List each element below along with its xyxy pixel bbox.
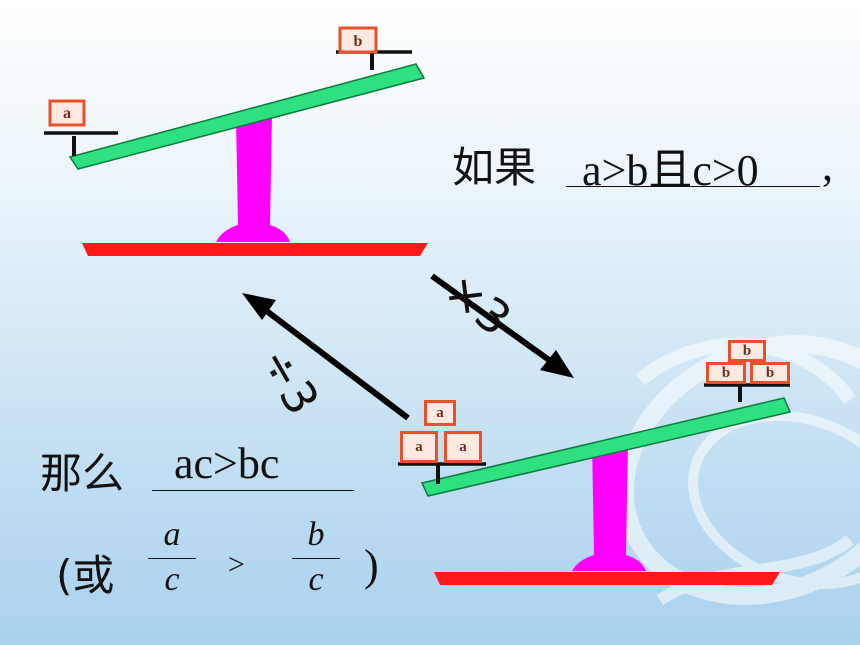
balance-top-base: [82, 243, 428, 256]
fraction-right: b c: [290, 516, 342, 599]
balance-bottom-pillar: [572, 442, 646, 571]
fraction-right-denominator: c: [308, 561, 324, 598]
box-a-bottom-left: a: [400, 431, 438, 463]
svg-text:b: b: [354, 33, 363, 50]
svg-text:a: a: [63, 105, 71, 122]
if-suffix: ,: [822, 141, 833, 190]
fraction-left: a c: [146, 516, 198, 599]
multiply-arrow: [430, 273, 574, 378]
fraction-left-denominator: c: [164, 561, 180, 598]
fraction-right-numerator: b: [307, 516, 325, 553]
balance-bottom-beam: [420, 397, 792, 497]
fraction-left-bar: [148, 558, 196, 559]
alt-relation: >: [228, 548, 245, 581]
then-underline: [152, 490, 354, 491]
if-condition: a>b且c>0: [582, 146, 759, 195]
if-prefix: 如果: [452, 143, 537, 192]
fraction-right-bar: [292, 558, 340, 559]
box-a-bottom-right: a: [444, 431, 482, 463]
box-a-bottom-top: a: [424, 400, 456, 426]
box-b-top: b: [338, 26, 378, 54]
if-underline: [566, 186, 820, 187]
then-result: ac>bc: [174, 439, 280, 488]
balance-top-pillar: [216, 116, 290, 242]
then-prefix: 那么: [40, 449, 125, 498]
balance-bottom-base: [434, 572, 780, 585]
alt-close: ): [364, 541, 379, 590]
box-b-bottom-left: b: [706, 362, 746, 384]
balance-top-beam: [68, 63, 426, 170]
box-b-bottom-top: b: [728, 340, 766, 362]
fraction-left-numerator: a: [163, 516, 181, 553]
box-a-top: a: [48, 99, 86, 127]
box-b-bottom-right: b: [750, 362, 790, 384]
alt-open: (或: [56, 551, 115, 600]
divide-arrow: [242, 293, 410, 421]
